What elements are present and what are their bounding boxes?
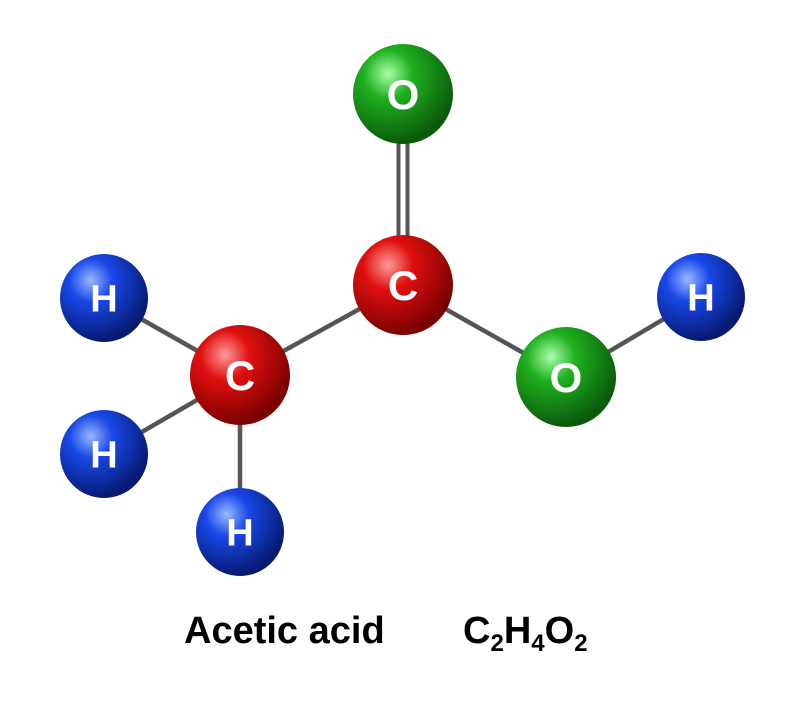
atom-h3: H <box>60 410 148 498</box>
atom-o1: O <box>353 44 453 144</box>
atom-c1-sphere <box>353 235 453 335</box>
atom-o2: O <box>516 327 616 427</box>
atom-h2: H <box>60 254 148 342</box>
atom-h4: H <box>196 488 284 576</box>
formula-subscript-h: 4 <box>531 630 545 657</box>
atom-c2-label: C <box>225 352 255 399</box>
atom-c2-sphere <box>190 325 290 425</box>
atom-h2-label: H <box>90 279 117 321</box>
formula-subscript-o: 2 <box>574 630 588 657</box>
atom-h1-sphere <box>657 253 745 341</box>
atom-h4-label: H <box>226 513 253 555</box>
atom-h4-sphere <box>196 488 284 576</box>
atom-c1-label: C <box>388 262 418 309</box>
formula-element-c: C <box>463 610 491 652</box>
atom-o1-sphere <box>353 44 453 144</box>
atom-h3-label: H <box>90 435 117 477</box>
formula-subscript-c: 2 <box>490 630 504 657</box>
atom-h3-sphere <box>60 410 148 498</box>
atom-c1: C <box>353 235 453 335</box>
atom-h2-sphere <box>60 254 148 342</box>
molecule-name: Acetic acid <box>184 610 385 652</box>
atom-h1-label: H <box>687 278 714 320</box>
atoms-layer: O C H C O H H H <box>60 44 745 576</box>
atom-o1-label: O <box>387 71 420 118</box>
formula-element-o: O <box>544 610 575 652</box>
atom-c2: C <box>190 325 290 425</box>
atom-h1: H <box>657 253 745 341</box>
formula-element-h: H <box>503 610 532 652</box>
molecular-formula: C2H4O2 <box>463 612 588 656</box>
atom-o2-label: O <box>550 354 583 401</box>
atom-o2-sphere <box>516 327 616 427</box>
